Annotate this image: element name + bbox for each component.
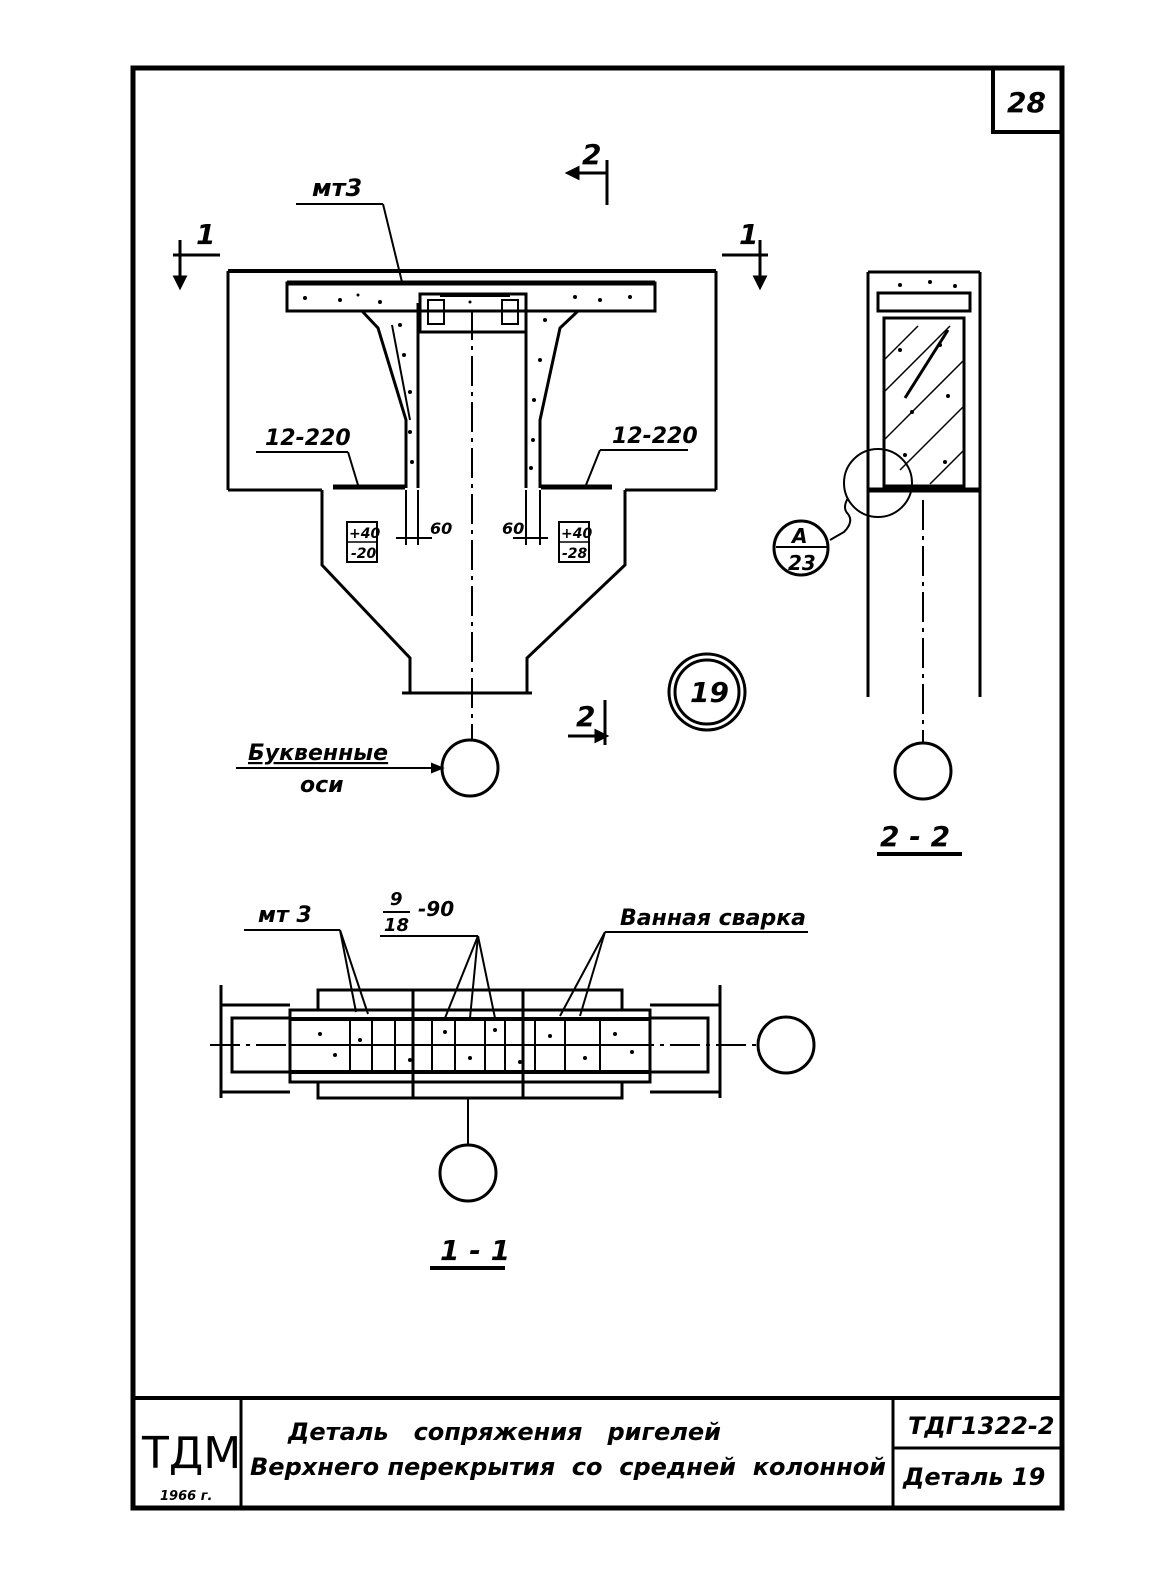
section-2-2-outline [866, 270, 982, 697]
title-block [133, 1396, 1062, 1508]
section-cut-1-right-label: 1 [739, 218, 758, 251]
weld-leader-left [256, 451, 359, 486]
axis-label-line1: Буквенные [248, 741, 388, 766]
elevation-view: 2 1 1 [172, 138, 768, 798]
title-block-year: 1966 г. [160, 1489, 212, 1504]
section-cut-2-bottom-label: 2 [576, 700, 595, 733]
section-2-2-dots [898, 280, 957, 464]
title-block-logo: ТДМ [141, 1428, 241, 1479]
fraction-suffix: -90 [418, 897, 454, 921]
plate-leader [296, 203, 403, 283]
level-left-bottom: -20 [351, 546, 377, 562]
page-number: 28 [1007, 86, 1046, 119]
level-tag-left [346, 521, 378, 563]
beam-left [360, 303, 420, 488]
title-block-detail: Деталь 19 [902, 1463, 1045, 1491]
axis-label-line2: оси [300, 773, 344, 798]
level-left-top: +40 [349, 526, 380, 542]
title-block-title-line1: Деталь сопряжения ригелей [287, 1418, 721, 1446]
column-head [320, 490, 627, 695]
section-cut-2-top-label: 2 [582, 138, 601, 171]
detail-callout-marker [772, 519, 830, 577]
weld-leader-plan [559, 931, 808, 1017]
axis-label-leader [236, 762, 445, 774]
section-cut-2-top [564, 160, 609, 205]
detail-marker [667, 652, 747, 732]
level-tag-right [558, 521, 590, 563]
section-2-2-arrow [903, 329, 950, 399]
dimension-lines [396, 490, 548, 545]
title-block-series: ТДГ1322-2 [908, 1412, 1055, 1440]
detail-callout-top: А [790, 524, 807, 548]
dim-60-right: 60 [502, 519, 524, 538]
detail-callout-leader [829, 497, 852, 541]
plate-leader-plan [244, 929, 369, 1015]
floor-slab [226, 269, 718, 492]
level-right-top: +40 [561, 526, 592, 542]
detail-number: 19 [690, 676, 729, 709]
section-1-1-title: 1 - 1 [440, 1234, 510, 1267]
section-1-1-view: мт 3 9 18 -90 Ванная сварка 1 - 1 [210, 889, 816, 1270]
section-1-1-outline [219, 985, 722, 1100]
section-cut-2-bottom [568, 700, 610, 745]
concrete-hatching [303, 293, 632, 470]
axis-bubble-bottom [438, 1143, 498, 1203]
axis-bubble-right [756, 1015, 816, 1075]
detail-callout-circle [843, 448, 913, 518]
section-cut-1-left-label: 1 [196, 218, 215, 251]
detail-callout-bottom: 23 [788, 551, 816, 575]
level-right-bottom: -28 [562, 546, 588, 562]
section-2-2-title: 2 - 2 [880, 820, 950, 853]
plate-label-mt3: мт3 [312, 174, 362, 202]
fraction-leader [380, 935, 496, 1019]
weld-label-left: 12-220 [265, 426, 351, 451]
sheet-frame [130, 65, 1065, 1511]
section-1-1-dots [318, 1028, 634, 1064]
weld-label-plan: Ванная сварка [620, 906, 806, 931]
section-2-2-view: А 23 2 - 2 [772, 270, 982, 856]
beam-right [524, 303, 580, 488]
axis-bubble-section-2-2 [893, 741, 953, 801]
plate-label-mt3-plan: мт 3 [258, 903, 312, 928]
fraction-bottom: 18 [384, 915, 409, 936]
title-block-title-line2: Верхнего перекрытия со средней колонной [250, 1453, 886, 1481]
axis-bubble-letter [440, 738, 500, 798]
fraction-top: 9 [390, 889, 403, 910]
section-cut-1-right [722, 240, 768, 291]
section-cut-1-left [172, 240, 220, 291]
weld-label-right: 12-220 [612, 424, 698, 449]
section-2-2-hatch [883, 325, 965, 485]
weld-leader-right [585, 449, 688, 486]
dim-60-left: 60 [430, 519, 452, 538]
